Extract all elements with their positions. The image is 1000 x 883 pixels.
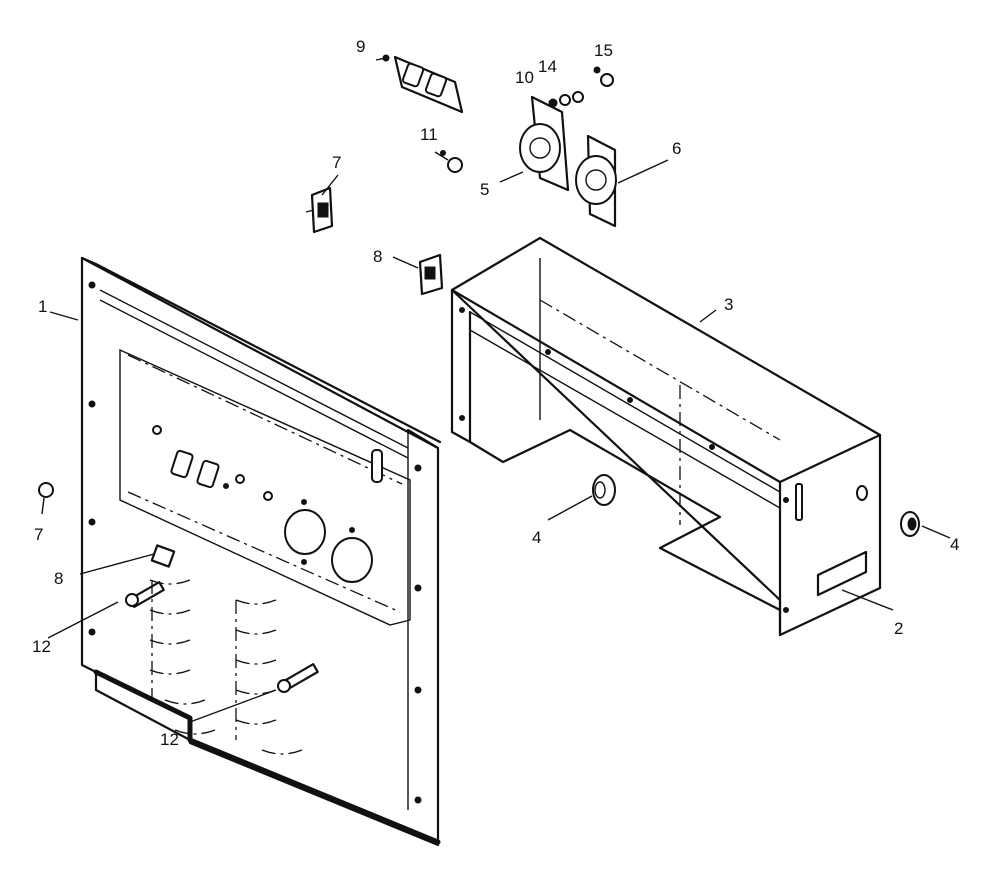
callout-7-top: 7 [332,153,341,172]
callout-6: 6 [672,139,681,158]
receptacle-6 [575,134,617,228]
callout-9: 9 [356,37,365,56]
callout-5: 5 [480,180,489,199]
grommet-4-right [900,511,920,537]
switch-8-top [418,253,444,296]
bolt-12-left [125,581,165,609]
callout-15: 15 [594,41,613,60]
callout-4-left: 4 [532,528,541,547]
callout-2: 2 [894,619,903,638]
callout-11: 11 [420,125,438,144]
control-box [450,236,882,637]
duplex-receptacle [382,54,464,114]
nut-7-left [38,482,54,498]
callout-14: 14 [538,57,557,76]
callout-labels: 1 2 3 4 4 5 6 7 7 8 8 9 10 11 12 12 14 1… [32,37,959,749]
callout-8-top: 8 [373,247,382,266]
callout-4-right: 4 [950,535,959,554]
grommet-4-left [592,474,616,506]
panel-louvers [149,579,303,755]
switch-8-left [150,544,176,568]
callout-12-bottom: 12 [160,730,179,749]
receptacle-5 [519,95,570,192]
callout-1: 1 [38,297,47,316]
small-hardware [548,66,614,108]
callout-8-left: 8 [54,569,63,588]
callout-10: 10 [515,68,534,87]
switch-7-top [310,186,334,234]
front-panel [80,256,442,847]
leader-lines [41,57,951,723]
callout-3: 3 [724,295,733,314]
callout-12-left: 12 [32,637,51,656]
bolt-12-right [277,663,319,693]
callout-7-left: 7 [34,525,43,544]
nut-11 [440,150,463,173]
